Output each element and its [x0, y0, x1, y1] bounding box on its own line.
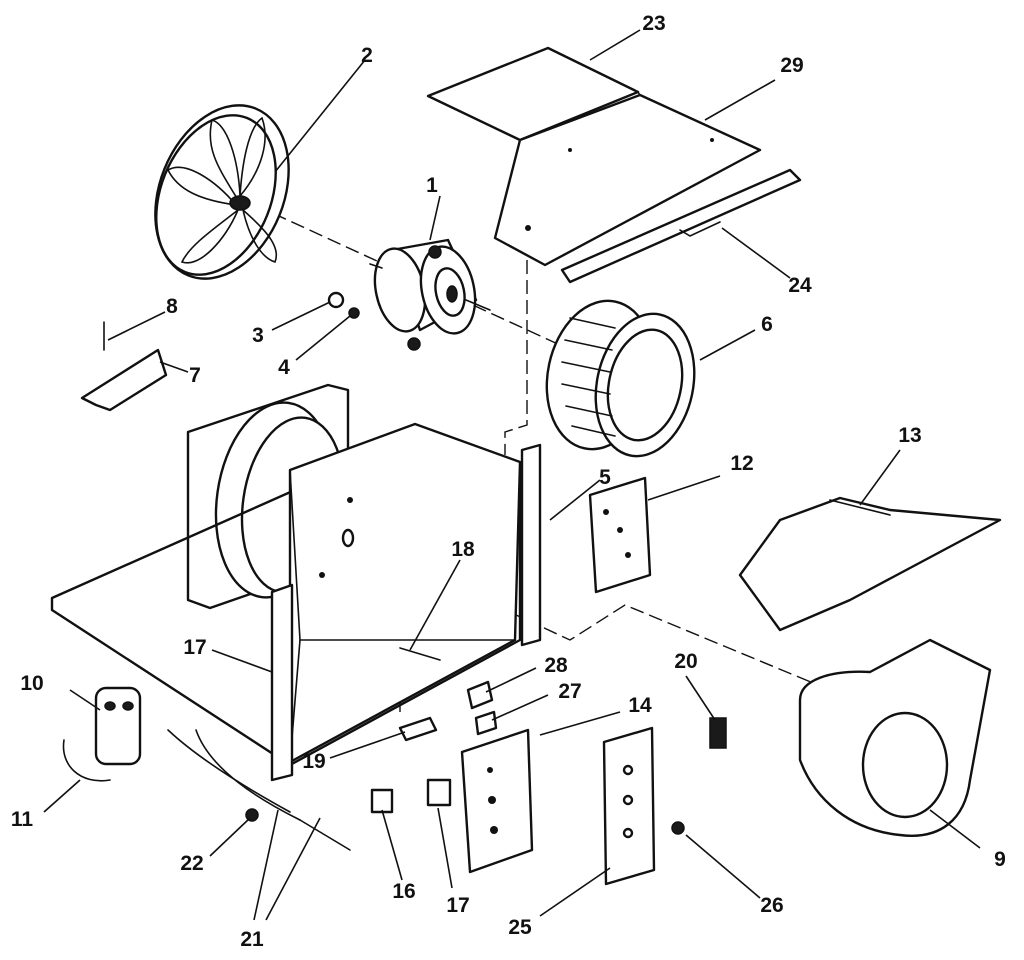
callout-10: 10	[20, 672, 43, 695]
callout-18: 18	[451, 538, 475, 561]
callout-19: 19	[302, 750, 325, 773]
callout-11: 11	[11, 808, 34, 831]
terminal-board	[602, 726, 656, 886]
callout-24: 24	[788, 274, 812, 297]
callout-28: 28	[544, 654, 568, 677]
leader-lines	[43, 29, 981, 921]
callout-25: 25	[508, 916, 532, 939]
callout-27: 27	[558, 680, 581, 703]
washers	[327, 291, 360, 319]
callout-8: 8	[166, 295, 178, 318]
callout-3: 3	[252, 324, 264, 347]
callout-14: 14	[628, 694, 652, 717]
blower-motor	[369, 238, 491, 351]
callout-22: 22	[180, 852, 203, 875]
duct-cover	[738, 496, 1002, 632]
vertical-channel	[520, 443, 542, 647]
callout-16: 16	[392, 880, 415, 903]
blower-housing	[798, 638, 992, 837]
callout-4: 4	[278, 356, 290, 379]
callout-17-bottom: 17	[446, 894, 469, 917]
callout-2: 2	[361, 44, 373, 67]
callout-1: 1	[426, 174, 438, 197]
fan-blade	[154, 104, 290, 280]
control-panel	[460, 728, 534, 874]
bracket	[80, 321, 168, 412]
strap	[62, 739, 111, 782]
wire-harness	[167, 729, 351, 851]
callout-labels: 2 1 3 4 5 6 7 8 9 10 11 12 13 14 16 17 1…	[11, 12, 1006, 951]
capacitor	[94, 686, 142, 766]
callout-13: 13	[898, 424, 921, 447]
callout-7: 7	[189, 364, 201, 387]
callout-26: 26	[760, 894, 783, 917]
left-channel	[270, 583, 294, 782]
callout-9: 9	[994, 848, 1006, 871]
blower-wheel	[545, 299, 696, 458]
cabinet-housing	[50, 383, 522, 767]
callout-6: 6	[761, 313, 773, 336]
callout-20: 20	[674, 650, 697, 673]
callout-5: 5	[599, 466, 611, 489]
callout-17-top: 17	[183, 636, 206, 659]
callout-29: 29	[780, 54, 803, 77]
rail	[560, 168, 802, 284]
callout-23: 23	[642, 12, 665, 35]
callout-12: 12	[730, 452, 753, 475]
top-cover	[493, 93, 762, 267]
grommet	[671, 821, 685, 835]
callout-21: 21	[240, 928, 264, 951]
relay	[709, 717, 727, 749]
small-controls	[370, 680, 498, 814]
small-panel	[588, 476, 652, 594]
